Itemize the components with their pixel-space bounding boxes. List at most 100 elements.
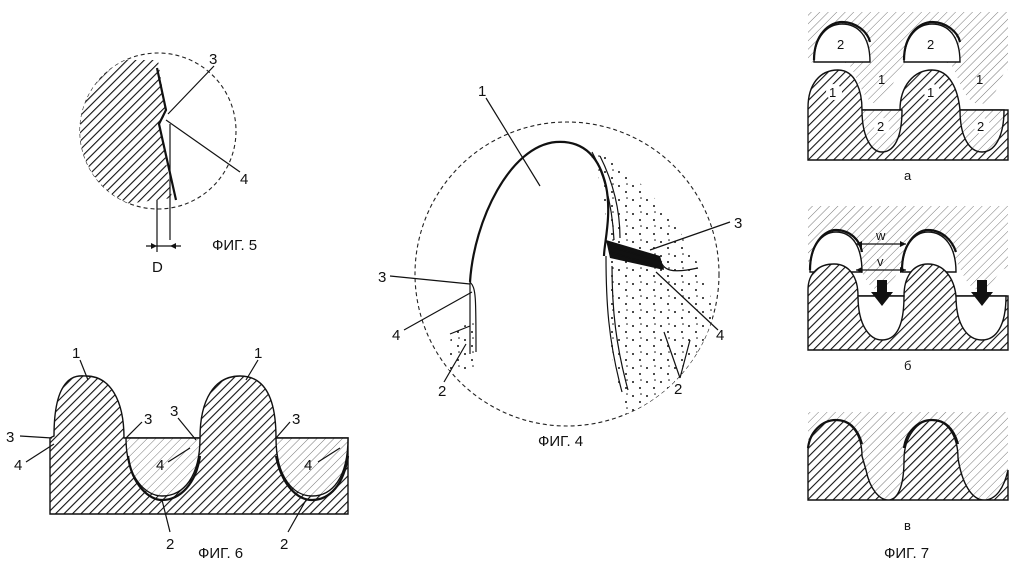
leader-1a	[79, 359, 89, 381]
label-2c: 2	[877, 119, 884, 134]
leader-2-left	[443, 343, 467, 383]
label-4-left: 4	[392, 327, 400, 344]
tooth-outline	[468, 140, 610, 283]
left-wall-inner	[469, 281, 477, 353]
label-4b: 4	[156, 457, 164, 474]
panel-c: в	[806, 412, 1009, 533]
badge-2a	[834, 36, 850, 52]
left-ledge	[449, 325, 471, 335]
coating-right	[274, 455, 350, 502]
leader-2a	[161, 499, 171, 533]
label-3b: 3	[144, 411, 152, 428]
label-2b: 2	[280, 536, 288, 553]
label-1b: 1	[254, 345, 262, 362]
label-3d: 3	[292, 411, 300, 428]
right-lower-1	[605, 255, 623, 393]
label-3: 3	[209, 51, 217, 68]
label-1a: 1	[72, 345, 80, 362]
dim-w-arrows	[856, 241, 906, 247]
pocket-b1	[857, 295, 905, 341]
cap-b-right-edge	[900, 228, 958, 271]
label-d: D	[152, 259, 163, 276]
pocket-right	[275, 437, 349, 497]
cap-c-right	[902, 418, 960, 449]
badge-2b	[924, 36, 940, 52]
detail-circle	[79, 52, 237, 210]
cap-edge-right	[902, 20, 962, 61]
dotted-coating	[586, 146, 712, 420]
leader-3-right	[649, 221, 731, 251]
band-line-1	[607, 245, 663, 263]
leader-3-left	[389, 275, 471, 285]
down-arrow-icon	[871, 280, 893, 306]
label-4: 4	[240, 171, 248, 188]
leader-1b	[245, 359, 259, 381]
leader-3a	[19, 435, 53, 439]
label-1a: 1	[829, 85, 836, 100]
leader-2b	[287, 499, 307, 533]
right-layer-2	[599, 155, 621, 239]
badge-2c	[874, 118, 890, 134]
sub-a: а	[904, 168, 912, 183]
sub-c: в	[904, 518, 911, 533]
label-3-right: 3	[734, 215, 742, 232]
dim-v-arrows	[856, 267, 906, 273]
leader-1	[485, 97, 541, 187]
label-4a: 4	[14, 457, 22, 474]
leader-2-right-b	[679, 339, 691, 379]
label-3a: 3	[6, 429, 14, 446]
interlayer-band	[606, 240, 664, 270]
label-3-left: 3	[378, 269, 386, 286]
label-w: w	[875, 228, 886, 243]
leader-3	[167, 65, 215, 115]
right-hook	[659, 259, 699, 272]
figure-6: 1 1 3 4 3 3 3 4 4 2 2 ФИГ. 6	[6, 345, 350, 562]
detail-circle	[414, 121, 720, 427]
figure-5: 3 4 D ФИГ. 5	[79, 51, 257, 276]
label-1: 1	[478, 83, 486, 100]
leader-2-right-a	[663, 331, 681, 379]
band-line-2	[609, 251, 665, 269]
label-2-right: 2	[674, 381, 682, 398]
sub-b: б	[904, 358, 911, 373]
badge-1b	[924, 84, 940, 100]
panel-b: w v б	[807, 206, 1009, 373]
figure-4: 1 3 4 2 3 4 2 ФИГ. 4	[378, 83, 742, 450]
leader-4-left	[403, 291, 473, 331]
leader-4a	[25, 443, 55, 463]
cap-edge-left	[812, 20, 872, 61]
left-dotted-area	[446, 322, 474, 370]
label-v: v	[877, 254, 884, 269]
label-2-left: 2	[438, 383, 446, 400]
right-layer-1	[591, 151, 615, 241]
label-2a: 2	[166, 536, 174, 553]
leader-3d	[275, 421, 291, 439]
caption-fig7: ФИГ. 7	[884, 545, 929, 562]
cap-c-left	[806, 418, 864, 449]
dimension-arrows	[151, 243, 176, 249]
leader-4b	[167, 447, 191, 463]
label-2a: 2	[837, 37, 844, 52]
badge-2d	[974, 118, 990, 134]
label-3c: 3	[170, 403, 178, 420]
label-2d: 2	[977, 119, 984, 134]
label-1-mold-a: 1	[878, 72, 885, 87]
caption-fig5: ФИГ. 5	[212, 237, 257, 254]
leader-3c	[177, 417, 197, 441]
leader-3b	[125, 421, 143, 439]
leader-4c	[317, 447, 341, 463]
label-1b: 1	[927, 85, 934, 100]
leader-4	[165, 119, 241, 173]
pocket-b2	[955, 295, 1007, 341]
label-2b: 2	[927, 37, 934, 52]
tooth-profile	[155, 67, 178, 201]
right-lower-2	[611, 265, 629, 391]
panel-a: 2 2 1 1 1 1 2 2 а	[807, 12, 1009, 183]
figure-7: 2 2 1 1 1 1 2 2 а w v	[806, 12, 1009, 562]
cap-b-left-edge	[808, 228, 864, 271]
caption-fig4: ФИГ. 4	[538, 433, 583, 450]
hatched-body	[80, 60, 172, 209]
label-1-mold-b: 1	[976, 72, 983, 87]
caption-fig6: ФИГ. 6	[198, 545, 243, 562]
